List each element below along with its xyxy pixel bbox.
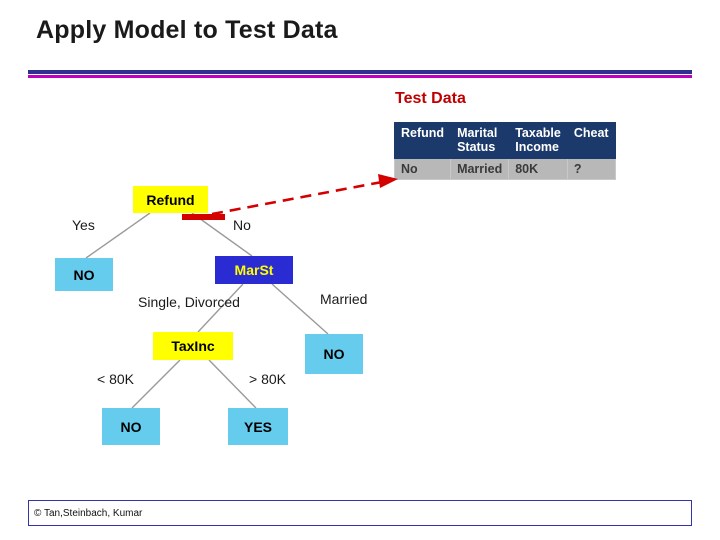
footer-attribution: © Tan,Steinbach, Kumar	[34, 508, 143, 519]
pointer-dashed-line	[211, 180, 383, 216]
edge-taxinc-lt80	[131, 359, 181, 409]
column-header-marital-line1: Marital	[457, 126, 498, 140]
edge-refund-yes	[85, 212, 151, 259]
column-header-marital-status: Marital Status	[450, 122, 510, 159]
cell-taxable-income: 80K	[508, 157, 568, 180]
test-data-heading: Test Data	[395, 90, 466, 107]
tree-node-marst: MarSt	[215, 256, 293, 284]
table-row: No Married 80K ?	[393, 157, 616, 180]
cell-cheat: ?	[566, 157, 616, 180]
tree-node-no-right: NO	[305, 334, 363, 374]
footer-box	[28, 500, 692, 526]
column-header-refund-line1: Refund	[401, 126, 445, 140]
tree-node-no-bottom: NO	[102, 408, 160, 445]
edge-label-single-divorced: Single, Divorced	[138, 294, 240, 310]
column-header-taxable-income: Taxable Income	[508, 122, 568, 159]
tree-node-yes-bottom: YES	[228, 408, 288, 445]
edge-label-gt-80k: > 80K	[249, 371, 286, 387]
edge-label-no: No	[233, 217, 251, 233]
column-header-taxable-line1: Taxable	[515, 126, 561, 140]
column-header-refund: Refund	[393, 122, 452, 159]
edge-label-married: Married	[320, 291, 368, 307]
column-header-cheat-line1: Cheat	[573, 126, 609, 140]
test-data-table: Refund Marital Status Taxable Income Che…	[393, 122, 616, 180]
column-header-marital-line2: Status	[457, 140, 496, 155]
column-header-cheat: Cheat	[566, 122, 616, 159]
divider-blue	[28, 70, 692, 74]
table-header-row: Refund Marital Status Taxable Income Che…	[393, 122, 616, 159]
tree-node-refund: Refund	[133, 186, 208, 213]
tree-node-no-left: NO	[55, 258, 113, 291]
cell-refund: No	[393, 157, 452, 180]
edge-label-yes: Yes	[72, 217, 95, 233]
page-title: Apply Model to Test Data	[36, 16, 338, 44]
cell-marital-status: Married	[450, 157, 510, 180]
divider-magenta	[28, 75, 692, 78]
edge-label-lt-80k: < 80K	[97, 371, 134, 387]
tree-node-taxinc: TaxInc	[153, 332, 233, 360]
column-header-taxable-line2: Income	[515, 140, 559, 155]
